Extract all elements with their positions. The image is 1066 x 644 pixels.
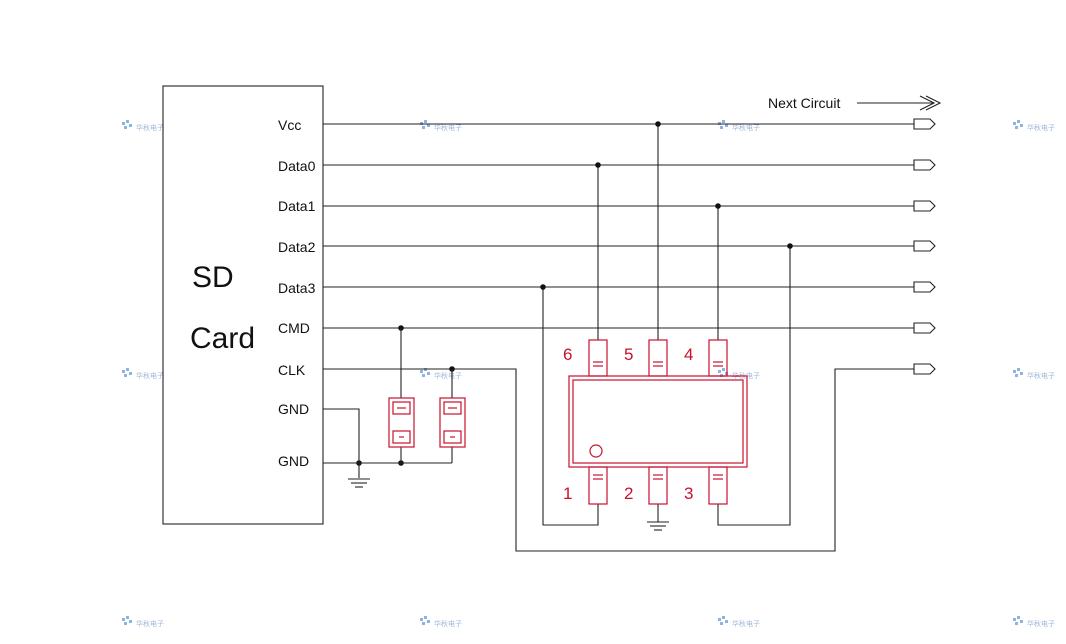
svg-text:华秋电子: 华秋电子 <box>434 619 462 628</box>
chip-pin-number-6: 6 <box>563 345 572 364</box>
connector-icon <box>913 281 936 293</box>
pin-label-cmd: CMD <box>278 320 310 336</box>
chip-pin-3-pad <box>708 466 728 505</box>
pin-label-vcc: Vcc <box>278 117 301 133</box>
connector-icon <box>913 159 936 171</box>
bus-lines <box>323 123 914 552</box>
off-page-connectors <box>913 118 936 375</box>
ground-icon <box>647 521 669 531</box>
protection-chip: 6 5 4 1 2 3 <box>563 339 748 505</box>
pin-label-data0: Data0 <box>278 158 316 174</box>
next-circuit-label: Next Circuit <box>768 95 840 111</box>
svg-text:华秋电子: 华秋电子 <box>1027 619 1055 628</box>
chip-pin-number-5: 5 <box>624 345 633 364</box>
connector-icon <box>913 118 936 130</box>
watermark: 华秋电子 <box>1013 616 1055 628</box>
svg-text:华秋电子: 华秋电子 <box>1027 123 1055 132</box>
connector-icon <box>913 240 936 252</box>
watermark: 华秋电子 <box>122 368 164 380</box>
svg-text:华秋电子: 华秋电子 <box>732 619 760 628</box>
watermark: 华秋电子 <box>122 616 164 628</box>
svg-text:华秋电子: 华秋电子 <box>136 123 164 132</box>
watermark: 华秋电子 <box>420 616 462 628</box>
sd-card-block <box>162 85 324 525</box>
chip-pin-4-pad <box>708 339 728 377</box>
chip-pin-number-2: 2 <box>624 484 633 503</box>
wire-clk <box>323 368 914 552</box>
pin-label-data3: Data3 <box>278 280 316 296</box>
pin-label-data2: Data2 <box>278 239 316 255</box>
sd-card-title-sd: SD <box>192 261 234 294</box>
chip-taps <box>542 124 791 526</box>
ground-wiring <box>323 328 453 478</box>
watermark: 华秋电子 <box>1013 120 1055 132</box>
svg-text:华秋电子: 华秋电子 <box>434 371 462 380</box>
watermark: 华秋电子 <box>420 120 462 132</box>
sd-card-title-card: Card <box>190 322 255 355</box>
tvs-diode-cmd <box>388 397 415 448</box>
chip-pin-1-pad <box>588 466 608 505</box>
ground-icon <box>348 478 370 488</box>
svg-text:华秋电子: 华秋电子 <box>434 123 462 132</box>
watermark: 华秋电子 <box>718 368 760 380</box>
chip-pin-number-1: 1 <box>563 484 572 503</box>
pin-label-gnd-2: GND <box>278 453 309 469</box>
chip-pin-5-pad <box>648 339 668 377</box>
pin-label-clk: CLK <box>278 362 306 378</box>
chip-pin-number-3: 3 <box>684 484 693 503</box>
connector-icon <box>913 363 936 375</box>
svg-text:华秋电子: 华秋电子 <box>136 619 164 628</box>
svg-text:华秋电子: 华秋电子 <box>1027 371 1055 380</box>
pin-label-gnd-1: GND <box>278 401 309 417</box>
watermark: 华秋电子 <box>718 120 760 132</box>
watermark: 华秋电子 <box>718 616 760 628</box>
watermark: 华秋电子 <box>420 368 462 380</box>
pin-label-data1: Data1 <box>278 198 316 214</box>
tvs-diode-clk <box>439 397 466 448</box>
connector-icon <box>913 322 936 334</box>
chip-pin-6-pad <box>588 339 608 377</box>
watermark: 华秋电子 <box>122 120 164 132</box>
next-circuit-arrow-icon <box>857 95 942 111</box>
chip-pin-2-pad <box>648 466 668 505</box>
svg-text:华秋电子: 华秋电子 <box>732 123 760 132</box>
svg-text:华秋电子: 华秋电子 <box>136 371 164 380</box>
junction-dots <box>356 121 793 466</box>
watermark: 华秋电子 <box>1013 368 1055 380</box>
chip-pin-number-4: 4 <box>684 345 693 364</box>
connector-icon <box>913 200 936 212</box>
